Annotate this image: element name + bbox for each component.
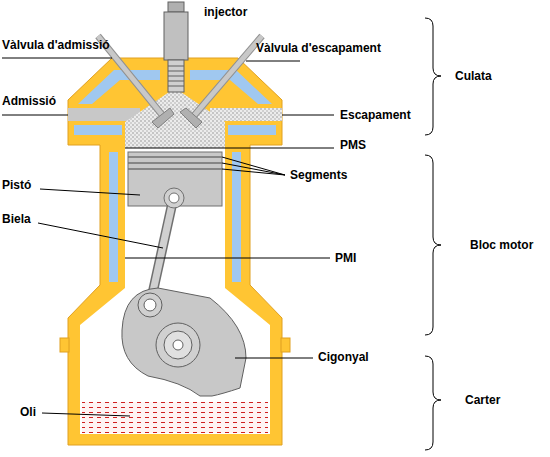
leader-line — [2, 58, 334, 416]
water-jacket — [74, 125, 122, 135]
piston-pin — [169, 193, 179, 203]
part-label: Vàlvula d'escapament — [256, 41, 381, 55]
water-jacket — [232, 152, 241, 282]
part-label: PMI — [335, 251, 356, 265]
injector-nozzle — [168, 60, 184, 92]
injector-body — [168, 2, 184, 12]
mount-tab — [281, 338, 290, 352]
part-label: Cigonyal — [318, 350, 369, 364]
mount-tab — [60, 338, 69, 352]
water-jacket — [109, 152, 118, 282]
piston-ring — [128, 157, 222, 169]
part-label: Biela — [2, 212, 31, 226]
cylinder-bore — [80, 146, 270, 434]
part-label: Oli — [20, 405, 36, 419]
piston-pin — [164, 188, 184, 208]
crank-journal — [156, 323, 200, 367]
part-label: Escapament — [340, 108, 411, 122]
part-label: PMS — [340, 138, 366, 152]
part-label: Pistó — [2, 178, 31, 192]
exhaust-port — [210, 108, 282, 121]
water-jacket — [228, 125, 276, 135]
part-label: Segments — [290, 168, 347, 182]
part-label: Vàlvula d'admissió — [2, 38, 110, 52]
part-label: Culata — [455, 69, 492, 83]
crank-pin — [138, 293, 162, 317]
intake-valve-head — [152, 108, 174, 128]
injector-body — [164, 12, 188, 60]
bracket — [425, 18, 441, 450]
crank-pin — [144, 299, 156, 311]
piston — [128, 152, 222, 206]
part-label: Bloc motor — [470, 238, 533, 252]
injector-thread — [168, 66, 184, 86]
part-label: injector — [204, 5, 247, 19]
oil-sump — [82, 402, 268, 433]
crank-journal — [164, 331, 192, 359]
crank-journal — [173, 340, 183, 350]
part-label: Carter — [465, 393, 500, 407]
exhaust-valve-head — [180, 108, 202, 128]
part-label: Admissió — [2, 94, 56, 108]
engine-housing — [68, 58, 282, 445]
exhaust-valve — [192, 36, 262, 118]
crankshaft — [122, 288, 246, 396]
intake-port — [68, 108, 140, 121]
exhaust-valve — [192, 36, 262, 118]
